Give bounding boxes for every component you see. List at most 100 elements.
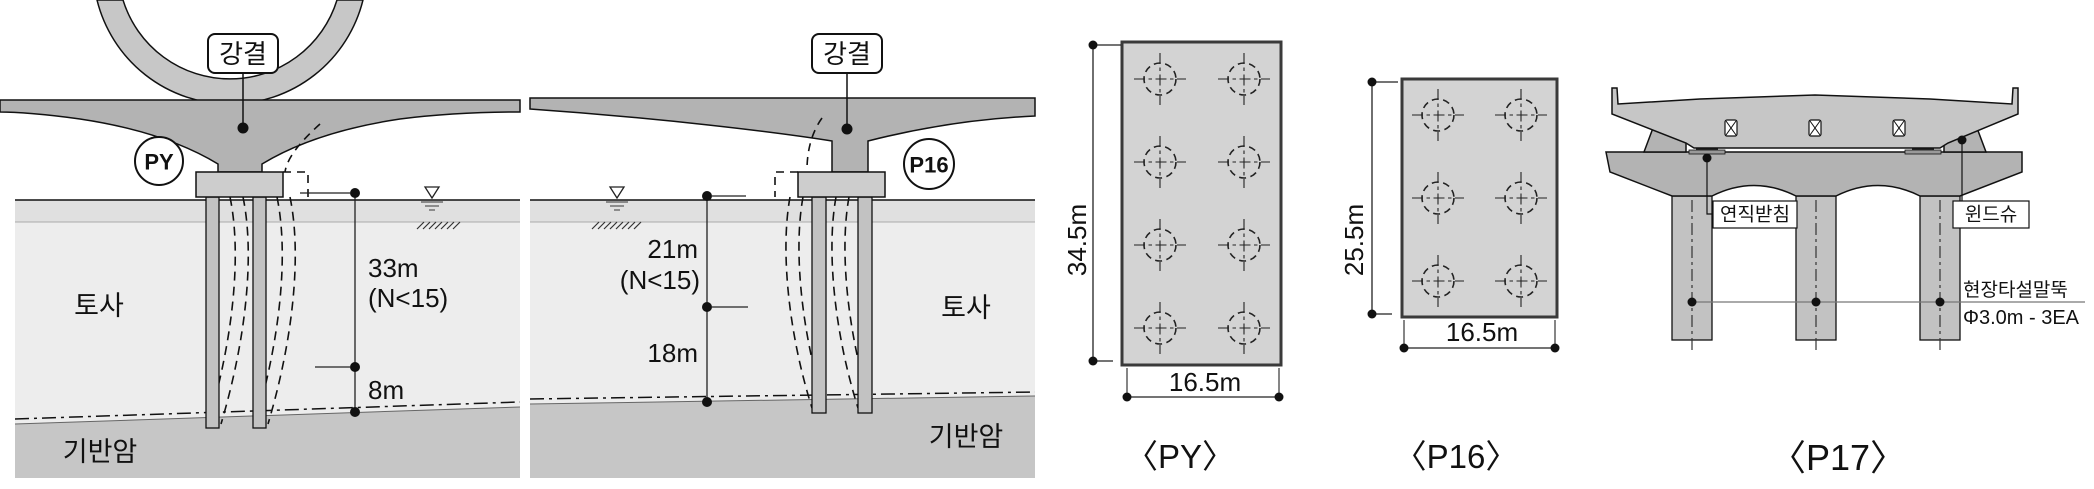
dim-dot: [350, 362, 360, 372]
width-dim-label: 16.5m: [1446, 317, 1518, 347]
length-dim-label: 25.5m: [1339, 204, 1369, 276]
p16-dimension: 21m (N<15) 18m: [620, 191, 748, 407]
pier-id-bubble: P16: [903, 138, 955, 190]
bedrock-layer: [530, 396, 1035, 478]
girder-and-pier: [0, 99, 521, 173]
length-dimension: 25.5m: [1339, 77, 1398, 319]
py-section-panel: 33m (N<15) 8m 강결 PY 토사 기반암: [0, 0, 521, 478]
py-dimension: 33m (N<15) 8m: [300, 188, 448, 417]
vent-icon: [1724, 119, 1738, 137]
arch-rib: [96, 0, 364, 105]
py-plan-panel: 34.5m 16.5m 〈PY〉: [1062, 40, 1284, 475]
dim-dot: [1367, 309, 1377, 319]
bearing-plate: [1688, 149, 1726, 155]
pile-note-line1: 현장타설말뚝: [1963, 279, 2068, 301]
soil-condition-note: (N<15): [368, 283, 448, 313]
pile-cap: [195, 171, 284, 198]
pile-cap: [797, 171, 886, 198]
soil-label: 토사: [74, 291, 124, 321]
callout-dot: [1811, 297, 1821, 307]
pile: [857, 196, 873, 414]
soil-depth-dim: 33m: [368, 253, 419, 283]
soil-layer: [15, 222, 520, 424]
pile: [811, 196, 827, 414]
bearing-callout: 연직받침: [1702, 153, 1798, 229]
water-band: [15, 200, 520, 222]
dim-dot: [1274, 392, 1284, 402]
p16-plan-caption: 〈P16〉: [1394, 438, 1519, 475]
dim-dot: [702, 397, 712, 407]
rigid-joint-label: 강결: [823, 39, 871, 69]
deck-vent-symbols: [1724, 119, 1906, 137]
lower-depth-dim: 18m: [647, 338, 698, 368]
wind-shoe-label-box: [1952, 200, 2030, 229]
bearing-label-box: [1712, 200, 1798, 229]
socket-depth-dim: 8m: [368, 375, 404, 405]
bearing-label: 연직받침: [1720, 204, 1790, 226]
py-plan-caption: 〈PY〉: [1125, 438, 1235, 475]
box-girder-deck: [1611, 87, 2019, 149]
bedrock-label: 기반암: [929, 422, 1004, 452]
soil-condition-note: (N<15): [620, 265, 700, 295]
bedrock-boundary: [14, 406, 521, 425]
bedrock-dashdot-line: [14, 401, 521, 420]
dim-dot: [1088, 356, 1098, 366]
vent-icon: [1808, 119, 1822, 137]
callout-dot: [841, 123, 853, 135]
vent-icon: [1892, 119, 1906, 137]
pile-note-callout: 현장타설말뚝 Φ3.0m - 3EA: [1687, 279, 2085, 329]
dim-dot: [702, 191, 712, 201]
rigid-joint-box: [207, 33, 279, 74]
soil-depth-dim: 21m: [647, 234, 698, 264]
callout-dot: [1935, 297, 1945, 307]
bedrock-label: 기반암: [63, 437, 138, 467]
p17-piles: [1671, 195, 1961, 350]
riverbed-hatch-icon: [416, 221, 461, 230]
width-dim-label: 16.5m: [1169, 367, 1241, 397]
dim-dot: [1550, 343, 1560, 353]
rigid-joint-callout: 강결: [811, 33, 883, 135]
bedrock-boundary: [529, 395, 1036, 405]
soil-layer: [530, 222, 1035, 404]
length-dim-label: 34.5m: [1062, 204, 1092, 276]
bedrock-dashdot-line: [529, 391, 1036, 400]
p16-section-panel: 21m (N<15) 18m 강결 P16 토사 기반암: [529, 33, 1036, 478]
width-dimension: 16.5m: [1122, 367, 1284, 402]
dim-dot: [350, 188, 360, 198]
pile-note-line2: Φ3.0m - 3EA: [1963, 307, 2080, 329]
dim-dot: [702, 302, 712, 312]
width-dimension: 16.5m: [1399, 317, 1560, 353]
pier-id-label: PY: [144, 150, 174, 175]
pier-id-bubble: PY: [134, 136, 184, 186]
girder-and-pier: [529, 97, 1036, 173]
pile: [205, 196, 220, 429]
callout-dot: [1687, 297, 1697, 307]
soil-label: 토사: [941, 293, 991, 323]
dim-dot: [1122, 392, 1132, 402]
bearing-plate: [1904, 149, 1942, 155]
rigid-joint-callout: 강결: [207, 33, 279, 134]
rigid-joint-box: [811, 33, 883, 74]
callout-dot: [237, 122, 249, 134]
p17-caption: 〈P17〉: [1770, 437, 1906, 478]
pier-id-label: P16: [909, 153, 948, 178]
bedrock-layer: [15, 407, 520, 478]
deflected-pier-dashed: [774, 117, 823, 197]
wind-shoe-label: 윈드슈: [1965, 204, 2017, 226]
dim-dot: [350, 407, 360, 417]
footing-outline: [1120, 40, 1283, 367]
pile: [252, 196, 267, 429]
pier-cap: [1605, 151, 2023, 197]
rigid-joint-label: 강결: [219, 39, 267, 69]
p17-elevation-panel: 연직받침 윈드슈 현장타설말뚝 Φ3.0m - 3EA 〈P17〉: [1605, 87, 2085, 478]
dim-dot: [1399, 343, 1409, 353]
wind-shoe-callout: 윈드슈: [1952, 135, 2030, 229]
water-band: [530, 200, 1035, 222]
length-dimension: 34.5m: [1062, 40, 1121, 366]
p16-plan-panel: 25.5m 16.5m 〈P16〉: [1339, 77, 1560, 475]
deflected-pier-dashed: [283, 123, 321, 197]
dim-dot: [1367, 77, 1377, 87]
dim-dot: [1088, 40, 1098, 50]
